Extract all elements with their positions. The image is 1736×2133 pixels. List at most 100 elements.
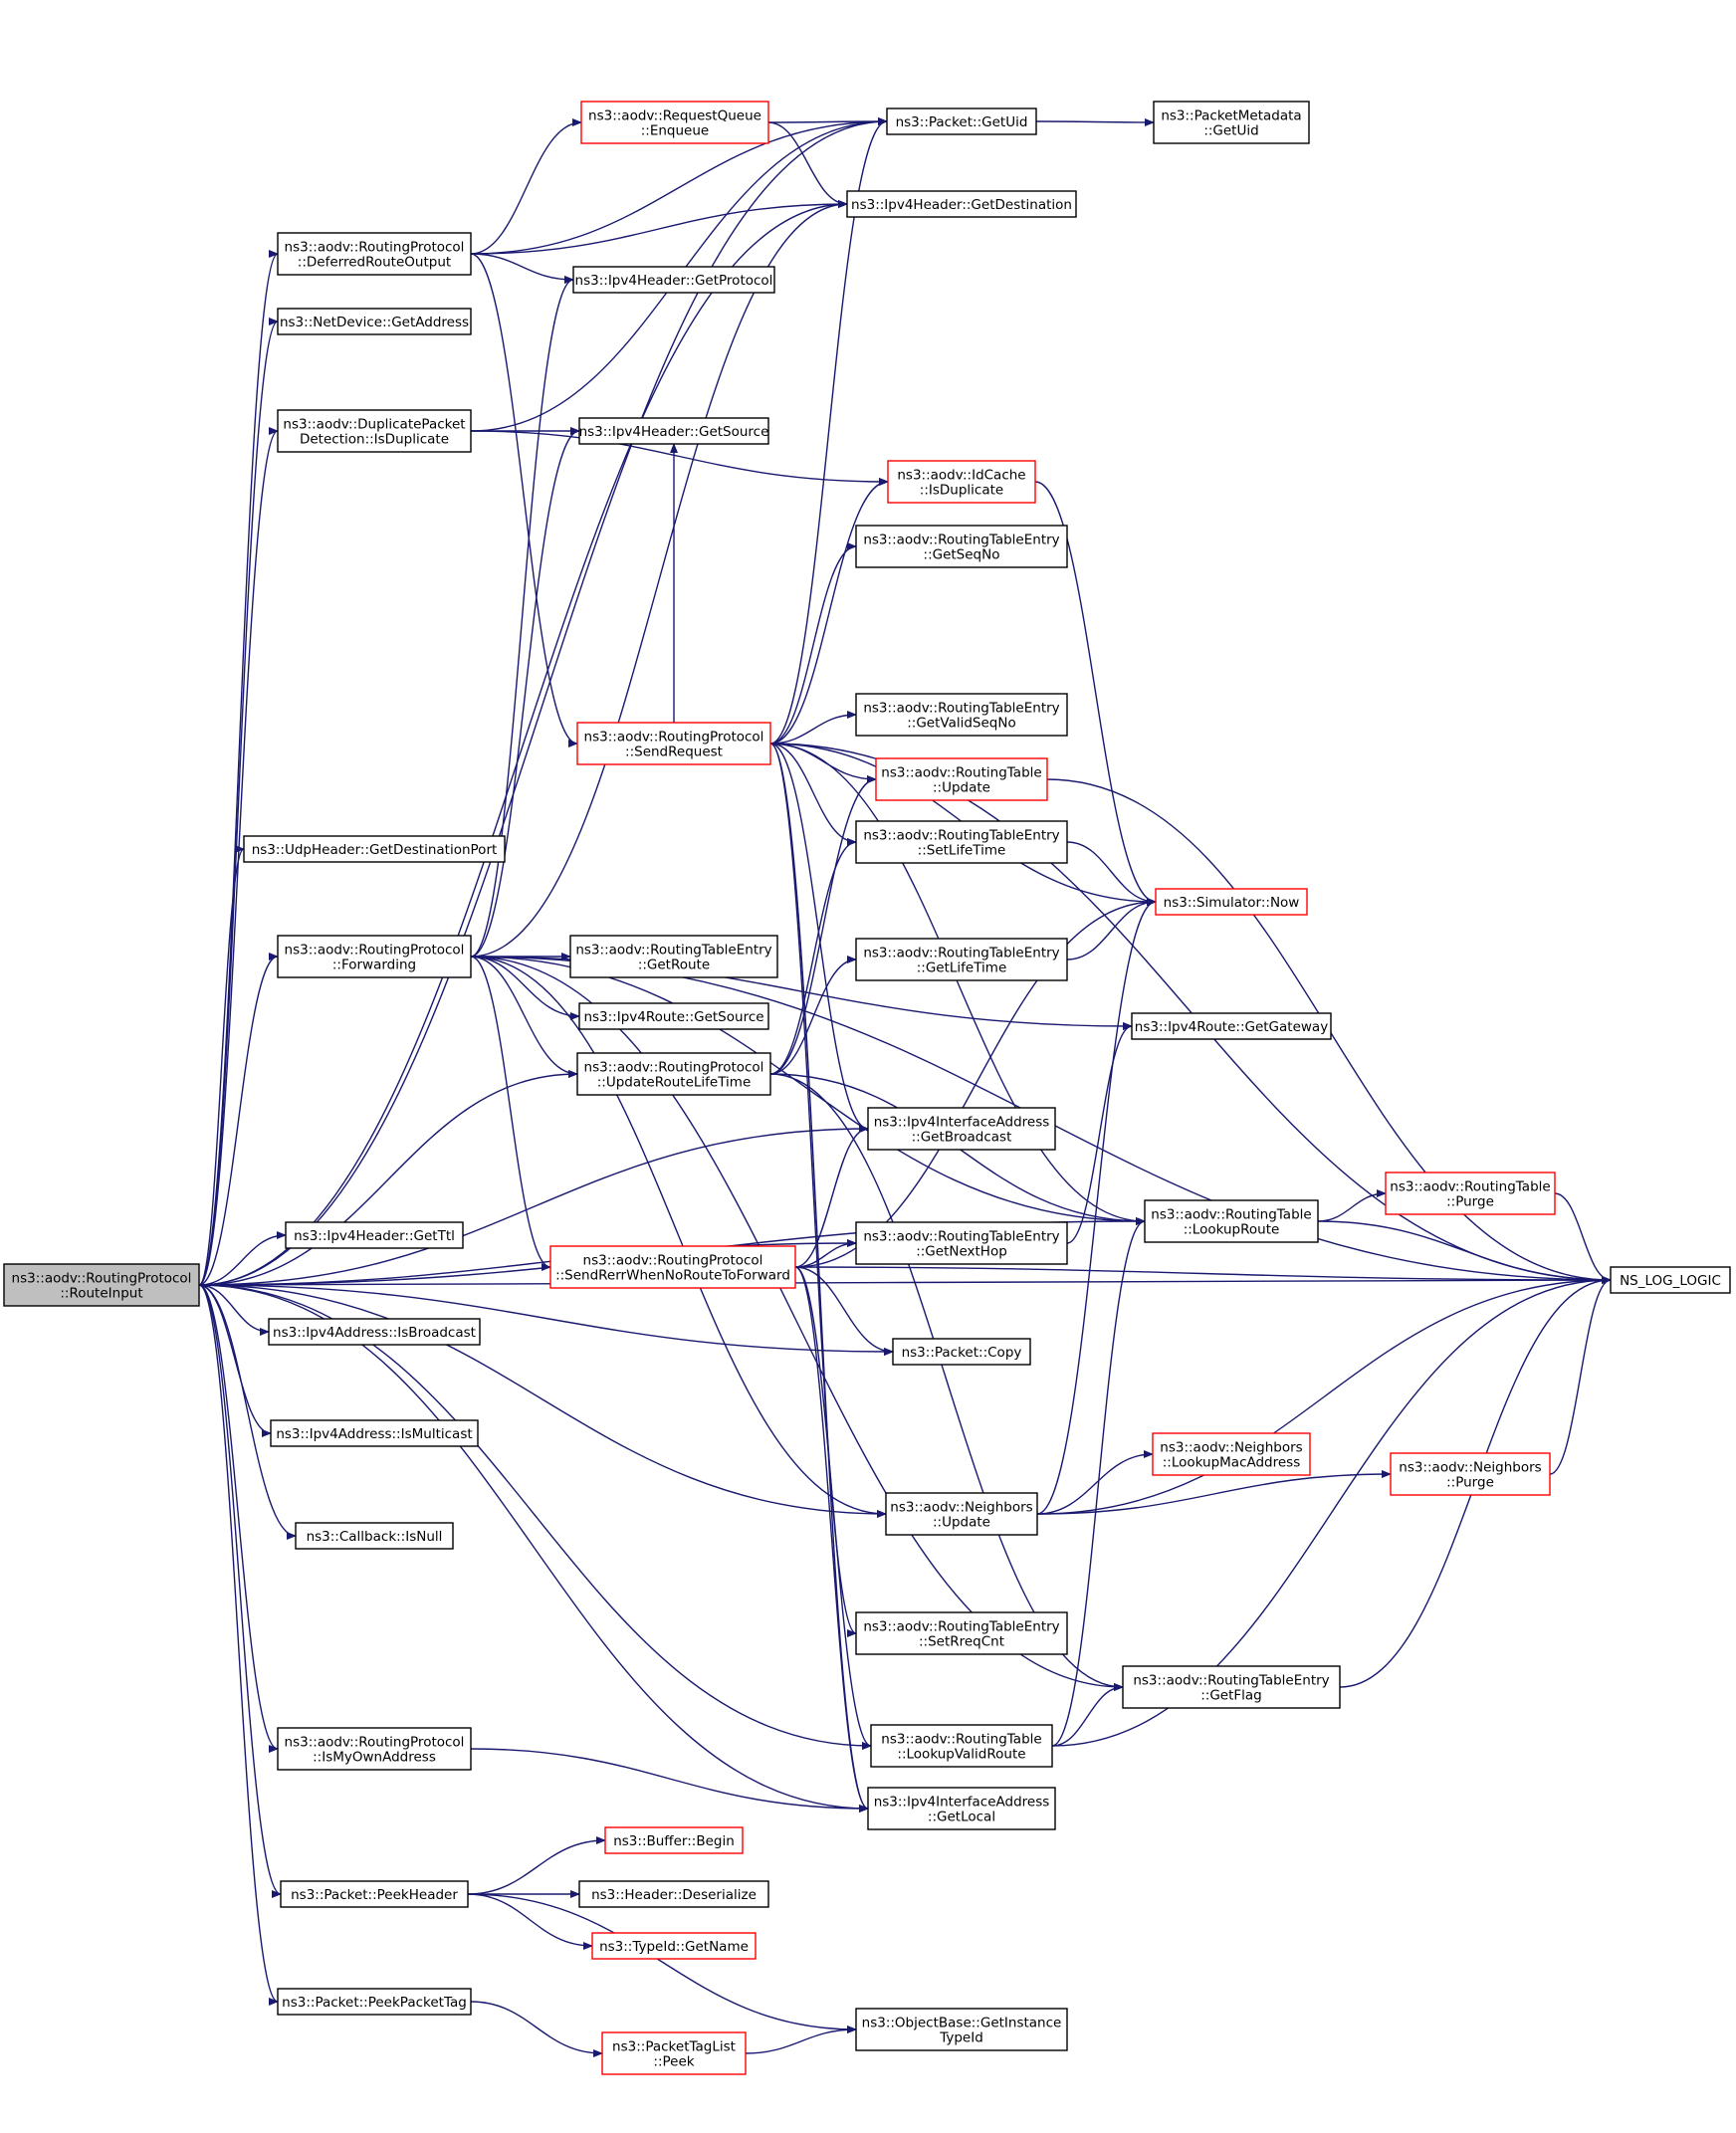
node-lookupmac[interactable]: ns3::aodv::Neighbors::LookupMacAddress: [1152, 1432, 1311, 1476]
node-getnexthop[interactable]: ns3::aodv::RoutingTableEntry::GetNextHop: [855, 1221, 1068, 1265]
node-label-setreqcnt-1: ::SetRreqCnt: [919, 1634, 1004, 1650]
node-udp[interactable]: ns3::UdpHeader::GetDestinationPort: [243, 835, 506, 863]
node-label-setreqcnt-0: ns3::aodv::RoutingTableEntry: [863, 1619, 1059, 1635]
node-setreqcnt[interactable]: ns3::aodv::RoutingTableEntry::SetRreqCnt: [855, 1611, 1068, 1655]
edge-root-to-forwarding: [198, 953, 279, 1286]
edge-nbupdate-to-simnow: [1036, 898, 1157, 1515]
node-forwarding[interactable]: ns3::aodv::RoutingProtocol::Forwarding: [277, 935, 472, 978]
node-getlife[interactable]: ns3::aodv::RoutingTableEntry::GetLifeTim…: [855, 938, 1068, 981]
node-box-duppkt: [277, 409, 472, 453]
edge-root-to-nslog: [198, 1276, 1612, 1286]
edge-sendreq-to-getseqno: [769, 542, 857, 745]
node-setlife[interactable]: ns3::aodv::RoutingTableEntry::SetLifeTim…: [855, 820, 1068, 864]
node-label-deferred-1: ::DeferredRouteOutput: [298, 255, 451, 271]
edge-duppkt-to-idcache: [470, 430, 889, 486]
node-label-sendrerr-0: ns3::aodv::RoutingProtocol: [583, 1253, 763, 1269]
node-getsrc[interactable]: ns3::Ipv4Header::GetSource: [578, 417, 769, 445]
edge-updlife-to-rtupdate: [769, 775, 877, 1075]
node-rtupdate[interactable]: ns3::aodv::RoutingTable::Update: [875, 757, 1048, 801]
node-box-typename: [591, 1932, 757, 1960]
node-label-sendreq-0: ns3::aodv::RoutingProtocol: [584, 730, 764, 746]
edge-enqueue-to-getuid: [767, 117, 888, 126]
node-box-getproto: [572, 266, 775, 294]
node-label-getdest-0: ns3::Ipv4Header::GetDestination: [851, 197, 1072, 213]
node-isbcast[interactable]: ns3::Ipv4Address::IsBroadcast: [268, 1318, 481, 1346]
node-idcache[interactable]: ns3::aodv::IdCache::IsDuplicate: [887, 460, 1036, 504]
node-lookuproute[interactable]: ns3::aodv::RoutingTable::LookupRoute: [1144, 1199, 1319, 1243]
node-ismcast[interactable]: ns3::Ipv4Address::IsMulticast: [270, 1419, 479, 1447]
node-bufbegin[interactable]: ns3::Buffer::Begin: [604, 1826, 744, 1854]
node-label-rte_getroute-0: ns3::aodv::RoutingTableEntry: [575, 943, 771, 959]
node-getproto[interactable]: ns3::Ipv4Header::GetProtocol: [572, 266, 775, 294]
edge-sendrerr-to-lookupvalid: [794, 1266, 872, 1750]
edge-root-to-udp: [198, 845, 245, 1286]
node-isnull[interactable]: ns3::Callback::IsNull: [295, 1522, 454, 1550]
edge-lookupvalid-to-lookuproute: [1051, 1217, 1146, 1747]
edge-root-to-getttl: [198, 1231, 287, 1286]
node-duppkt[interactable]: ns3::aodv::DuplicatePacketDetection::IsD…: [277, 409, 472, 453]
node-label-pmgetuid-0: ns3::PacketMetadata: [1161, 108, 1301, 124]
node-enqueue[interactable]: ns3::aodv::RequestQueue::Enqueue: [580, 101, 769, 144]
node-label-sendreq-1: ::SendRequest: [625, 745, 723, 760]
node-getflag[interactable]: ns3::aodv::RoutingTableEntry::GetFlag: [1122, 1665, 1341, 1709]
node-ipv4route_src[interactable]: ns3::Ipv4Route::GetSource: [578, 1002, 769, 1030]
node-nslog[interactable]: NS_LOG_LOGIC: [1610, 1266, 1731, 1294]
node-nbupdate[interactable]: ns3::aodv::Neighbors::Update: [885, 1492, 1038, 1536]
node-pmgetuid[interactable]: ns3::PacketMetadata::GetUid: [1153, 101, 1310, 144]
node-peektag[interactable]: ns3::Packet::PeekPacketTag: [277, 1988, 472, 2016]
node-sendreq[interactable]: ns3::aodv::RoutingProtocol::SendRequest: [576, 722, 771, 765]
node-rte_getroute[interactable]: ns3::aodv::RoutingTableEntry::GetRoute: [569, 935, 778, 978]
node-label-idcache-1: ::IsDuplicate: [920, 483, 1003, 499]
node-label-getlocal-1: ::GetLocal: [928, 1810, 995, 1825]
node-getvalidseq[interactable]: ns3::aodv::RoutingTableEntry::GetValidSe…: [855, 693, 1068, 737]
node-pktcopy[interactable]: ns3::Packet::Copy: [892, 1338, 1031, 1366]
node-label-enqueue-0: ns3::aodv::RequestQueue: [588, 108, 761, 124]
node-peekhdr[interactable]: ns3::Packet::PeekHeader: [280, 1880, 469, 1908]
node-box-getlocal: [867, 1787, 1056, 1830]
edge-forwarding-to-updlife: [470, 956, 578, 1078]
node-label-getlocal-0: ns3::Ipv4InterfaceAddress: [874, 1795, 1050, 1811]
node-label-lookuproute-0: ns3::aodv::RoutingTable: [1151, 1207, 1311, 1223]
node-getdest[interactable]: ns3::Ipv4Header::GetDestination: [846, 190, 1077, 218]
node-label-rtupdate-1: ::Update: [933, 780, 990, 796]
edge-sendreq-to-getvalidseq: [769, 711, 857, 745]
node-box-nslog: [1610, 1266, 1731, 1294]
node-getseqno[interactable]: ns3::aodv::RoutingTableEntry::GetSeqNo: [855, 525, 1068, 568]
node-getttl[interactable]: ns3::Ipv4Header::GetTtl: [285, 1221, 464, 1249]
node-box-getflag: [1122, 1665, 1341, 1709]
node-ptlpeek[interactable]: ns3::PacketTagList::Peek: [601, 2031, 747, 2075]
node-nbpurge[interactable]: ns3::aodv::Neighbors::Purge: [1390, 1452, 1551, 1496]
node-label-simnow-0: ns3::Simulator::Now: [1164, 895, 1300, 911]
node-label-duppkt-1: Detection::IsDuplicate: [300, 432, 449, 448]
node-getgw[interactable]: ns3::Ipv4Route::GetGateway: [1131, 1012, 1332, 1040]
node-box-getseqno: [855, 525, 1068, 568]
edge-nbupdate-to-lookupmac: [1036, 1450, 1154, 1515]
node-rtpurge[interactable]: ns3::aodv::RoutingTable::Purge: [1385, 1172, 1556, 1215]
edge-peekhdr-to-bufbegin: [467, 1836, 606, 1895]
node-updlife[interactable]: ns3::aodv::RoutingProtocol::UpdateRouteL…: [576, 1052, 771, 1096]
node-box-simnow: [1155, 888, 1308, 916]
node-getuid[interactable]: ns3::Packet::GetUid: [886, 107, 1037, 135]
edge-root-to-getbcast: [198, 1125, 869, 1286]
node-label-duppkt-0: ns3::aodv::DuplicatePacket: [283, 417, 465, 433]
node-box-sendrerr: [549, 1245, 796, 1289]
node-getbcast[interactable]: ns3::Ipv4InterfaceAddress::GetBroadcast: [867, 1107, 1056, 1151]
node-deser[interactable]: ns3::Header::Deserialize: [578, 1880, 769, 1908]
node-isown[interactable]: ns3::aodv::RoutingProtocol::IsMyOwnAddre…: [277, 1727, 472, 1771]
edge-root-to-netdev: [198, 318, 279, 1286]
edge-root-to-getlocal: [198, 1284, 869, 1813]
node-root[interactable]: ns3::aodv::RoutingProtocol::RouteInput: [3, 1263, 200, 1307]
node-netdev[interactable]: ns3::NetDevice::GetAddress: [277, 308, 472, 335]
node-label-forwarding-1: ::Forwarding: [332, 958, 416, 973]
node-label-rte_getroute-1: ::GetRoute: [638, 958, 710, 973]
node-sendrerr[interactable]: ns3::aodv::RoutingProtocol::SendRerrWhen…: [549, 1245, 796, 1289]
edge-sendreq-to-setreqcnt: [769, 743, 857, 1637]
node-label-root-1: ::RouteInput: [60, 1286, 142, 1302]
node-simnow[interactable]: ns3::Simulator::Now: [1155, 888, 1308, 916]
node-deferred[interactable]: ns3::aodv::RoutingProtocol::DeferredRout…: [277, 232, 472, 276]
node-box-getgw: [1131, 1012, 1332, 1040]
node-typename[interactable]: ns3::TypeId::GetName: [591, 1932, 757, 1960]
node-getlocal[interactable]: ns3::Ipv4InterfaceAddress::GetLocal: [867, 1787, 1056, 1830]
node-lookupvalid[interactable]: ns3::aodv::RoutingTable::LookupValidRout…: [870, 1724, 1053, 1768]
